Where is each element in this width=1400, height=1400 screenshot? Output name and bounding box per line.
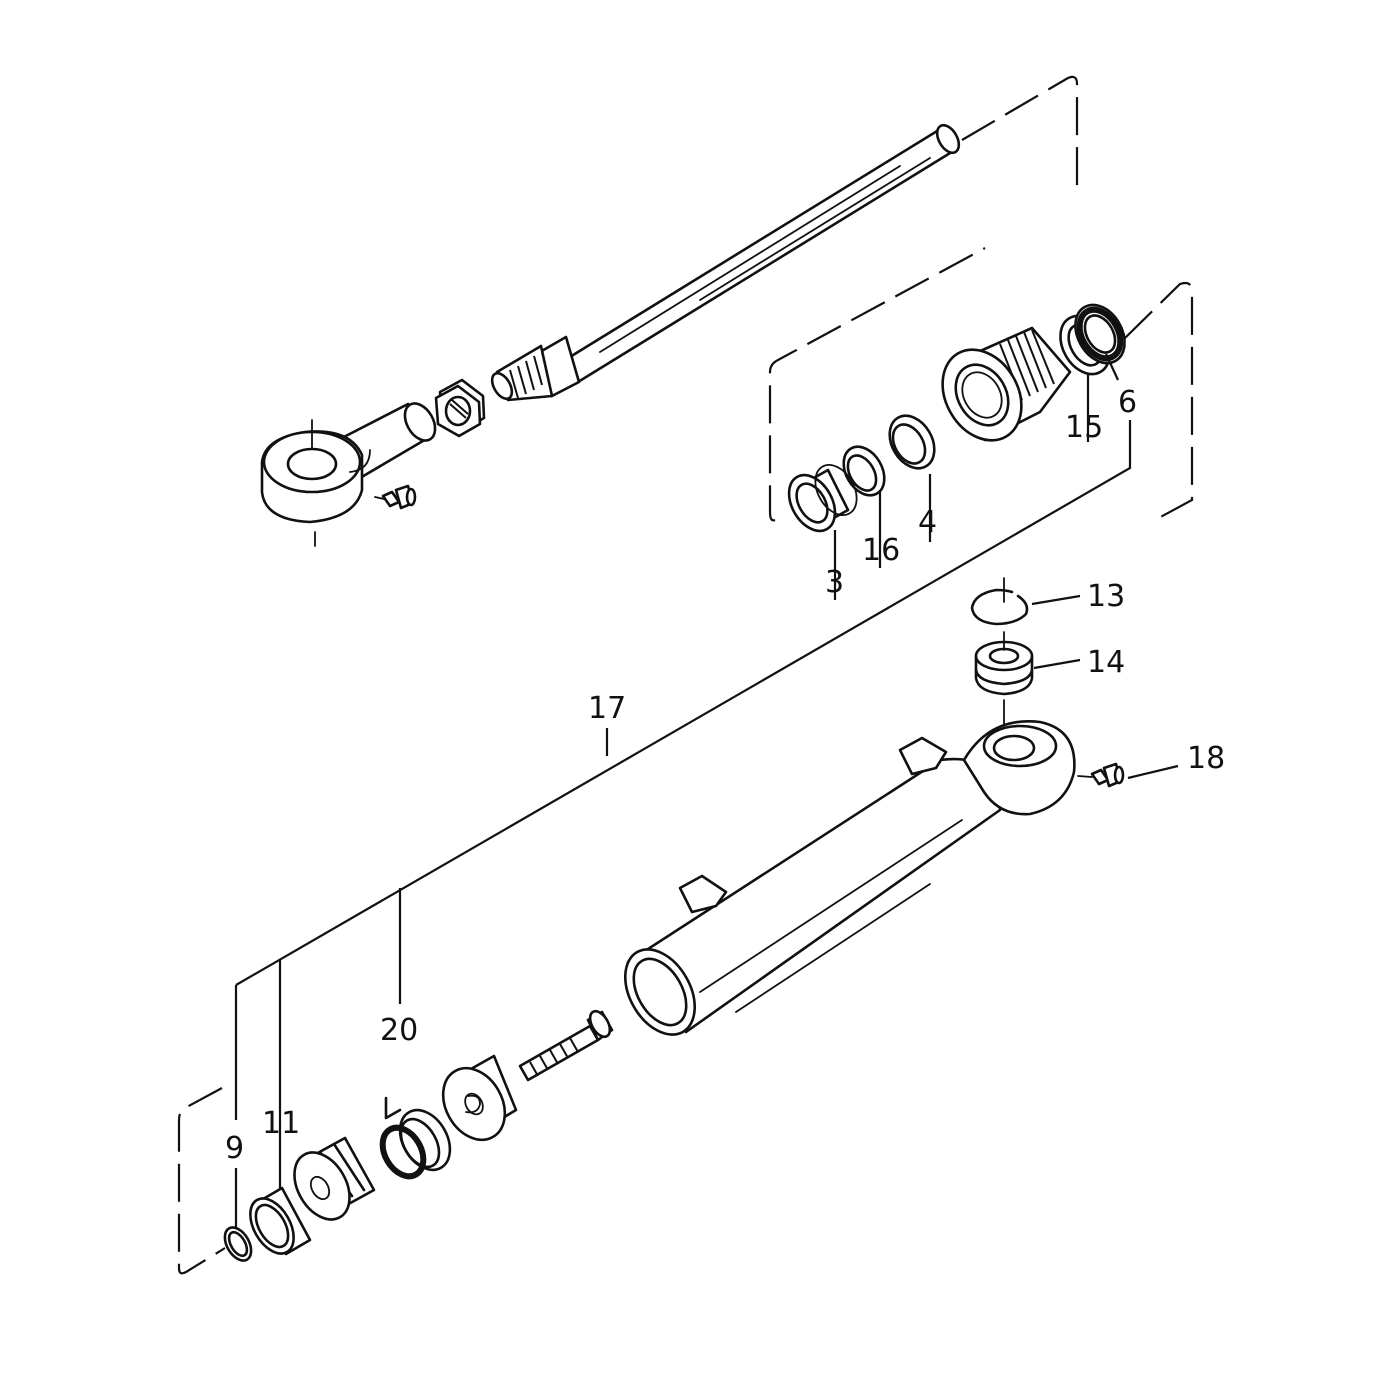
part-6-wiper-ring — [1074, 303, 1126, 365]
part-16-ring — [842, 445, 886, 497]
callout-20: 20 — [380, 1013, 418, 1048]
part-11-ring — [249, 1186, 312, 1256]
piston-assembly-frame — [177, 1087, 226, 1275]
callout-18: 18 — [1187, 741, 1225, 776]
callout-leader-lines — [234, 353, 1179, 1228]
callout-3: 3 — [825, 565, 844, 600]
callout-11: 11 — [262, 1106, 300, 1141]
rod-assembly-frame — [314, 75, 1079, 547]
callout-17: 17 — [588, 691, 626, 726]
callout-labels: 3 4 6 9 11 13 14 15 16 17 18 20 — [225, 385, 1225, 1166]
piston — [441, 1054, 518, 1142]
callout-13: 13 — [1087, 579, 1125, 614]
cylinder-tube — [624, 720, 1076, 1036]
part-3-seal — [787, 464, 858, 533]
callout-9: 9 — [225, 1131, 244, 1166]
gland-head — [941, 326, 1072, 442]
callout-4: 4 — [918, 505, 937, 540]
piston-rod — [490, 123, 961, 402]
part-4-ring — [888, 414, 936, 470]
piston-bolt — [518, 1009, 614, 1082]
callout-16: 16 — [862, 533, 900, 568]
rod-eye — [260, 402, 437, 524]
callout-6: 6 — [1118, 385, 1137, 420]
part-13-circlip — [970, 577, 1029, 626]
part-14-bushing — [974, 631, 1034, 731]
callout-15: 15 — [1065, 410, 1103, 445]
piston-head — [293, 1136, 376, 1221]
tube-grease-nipple — [1077, 762, 1125, 788]
part-9-ring — [223, 1226, 253, 1262]
part-20-seal-group — [379, 1096, 452, 1180]
gland-assembly-frame — [768, 247, 1194, 522]
jam-nut — [434, 378, 486, 438]
rod-eye-grease-nipple — [374, 484, 417, 510]
callout-14: 14 — [1087, 645, 1125, 680]
